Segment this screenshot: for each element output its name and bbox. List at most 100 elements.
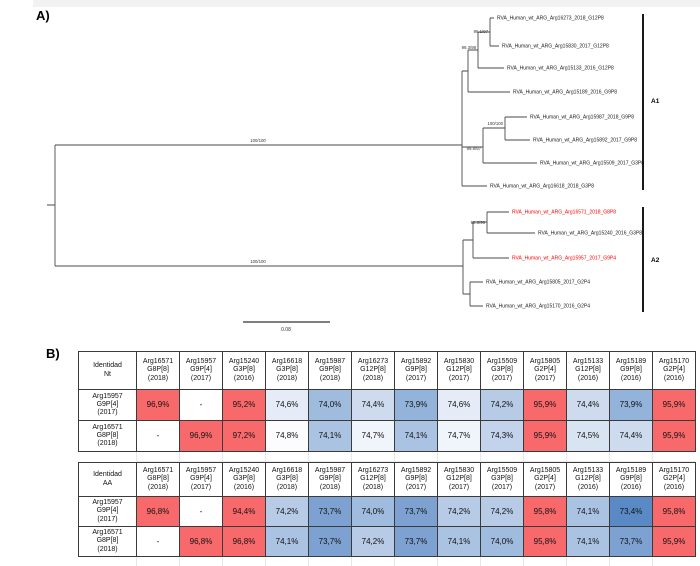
identity-value-cell-line: 95,8% bbox=[533, 506, 557, 516]
identity-value-cell: 74,5% bbox=[567, 421, 610, 452]
column-header-line: G9P[8] bbox=[620, 366, 642, 374]
identity-value-cell: 74,2% bbox=[481, 390, 524, 421]
identity-value-cell-line: - bbox=[156, 431, 160, 441]
column-header-line: G12P[8] bbox=[360, 366, 386, 374]
identity-value-cell: 96,8% bbox=[223, 527, 266, 557]
column-header-line: (2016) bbox=[663, 374, 685, 382]
identity-value-cell: 74,1% bbox=[567, 497, 610, 527]
tree-tip-label-highlighted: RVA_Human_wt_ARG_Arg16571_2018_G8P8 bbox=[512, 209, 616, 215]
tree-clade-a2-branches bbox=[462, 211, 535, 307]
identity-value-cell-line: 95,2% bbox=[232, 400, 256, 410]
column-header-line: G12P[8] bbox=[360, 475, 386, 483]
identity-value-cell-line: 95,8% bbox=[662, 506, 686, 516]
identity-value-cell-line: 94,4% bbox=[232, 506, 256, 516]
identity-value-cell-line: 74,4% bbox=[361, 400, 385, 410]
column-header-line: G3P[8] bbox=[491, 475, 513, 483]
identity-value-cell: 73,9% bbox=[395, 390, 438, 421]
identity-value-cell: 95,9% bbox=[653, 390, 696, 421]
column-header-line: G12P[8] bbox=[446, 475, 472, 483]
identity-value-cell-line: 73,9% bbox=[619, 400, 643, 410]
identity-value-cell-line: 74,1% bbox=[318, 431, 342, 441]
column-header-line: G9P[8] bbox=[620, 475, 642, 483]
identity-value-cell: 73,4% bbox=[610, 497, 653, 527]
identity-value-cell: 74,7% bbox=[352, 421, 395, 452]
identity-value-cell: 95,9% bbox=[653, 527, 696, 557]
identity-value-cell: 73,9% bbox=[610, 390, 653, 421]
identity-value-cell-line: 74,6% bbox=[275, 400, 299, 410]
column-header-line: Arg15957 bbox=[185, 358, 217, 366]
identity-value-cell: 95,9% bbox=[524, 390, 567, 421]
identity-value-cell: 74,2% bbox=[266, 497, 309, 527]
identity-value-cell-line: 73,7% bbox=[318, 536, 342, 546]
identity-value-cell: 74,6% bbox=[266, 390, 309, 421]
tree-tip-label: RVA_Human_wt_ARG_Arg15805_2017_G2P4 bbox=[486, 279, 590, 285]
identity-value-cell: 94,4% bbox=[223, 497, 266, 527]
identity-value-cell-line: 96,8% bbox=[189, 536, 213, 546]
row-header-line: Arg16571 bbox=[92, 529, 123, 537]
identity-value-cell: 74,0% bbox=[481, 527, 524, 557]
column-header-line: (2018) bbox=[276, 483, 298, 491]
column-header-line: G2P[4] bbox=[534, 366, 556, 374]
identity-value-cell-line: 74,6% bbox=[447, 400, 471, 410]
tree-tip-label: RVA_Human_wt_ARG_Arg16618_2018_G3P8 bbox=[490, 183, 594, 189]
panel-b-label: B) bbox=[46, 346, 60, 361]
identity-value-cell: 95,9% bbox=[524, 421, 567, 452]
identity-value-cell: - bbox=[180, 497, 223, 527]
identity-value-cell: 74,7% bbox=[438, 421, 481, 452]
identity-value-cell-line: 74,1% bbox=[447, 536, 471, 546]
identity-value-cell-line: 74,8% bbox=[275, 431, 299, 441]
column-header-line: (2017) bbox=[405, 483, 427, 491]
identity-value-cell-line: 96,9% bbox=[189, 431, 213, 441]
column-header-line: G9P[8] bbox=[319, 366, 341, 374]
top-gray-strip bbox=[33, 0, 700, 7]
column-header-line: G3P[8] bbox=[276, 475, 298, 483]
column-header-line: Arg15830 bbox=[443, 358, 475, 366]
identity-value-cell-line: 74,2% bbox=[490, 400, 514, 410]
row-header-line: Arg15957 bbox=[92, 499, 123, 507]
column-header-line: Arg16571 bbox=[142, 358, 174, 366]
identity-value-cell: 74,1% bbox=[309, 421, 352, 452]
column-header-line: G9P[8] bbox=[319, 475, 341, 483]
identity-value-cell: 74,0% bbox=[309, 390, 352, 421]
column-header-line: G2P[4] bbox=[663, 366, 685, 374]
column-header-line: Arg15987 bbox=[314, 467, 346, 475]
spreadsheet-gridlines bbox=[136, 557, 695, 566]
column-header-line: Arg15189 bbox=[615, 358, 647, 366]
identity-value-cell-line: 74,1% bbox=[275, 536, 299, 546]
identity-value-cell: - bbox=[137, 421, 180, 452]
tree-tip-label: RVA_Human_wt_ARG_Arg15189_2016_G9P8 bbox=[513, 89, 617, 95]
scale-bar-label: 0.08 bbox=[281, 327, 291, 333]
table-corner-header-line: AA bbox=[102, 479, 113, 487]
row-header-line: G9P[4] bbox=[96, 400, 119, 408]
column-header-line: (2018) bbox=[319, 483, 341, 491]
column-header-line: (2016) bbox=[233, 483, 255, 491]
column-header-line: Arg16273 bbox=[357, 358, 389, 366]
row-header-line: Arg16571 bbox=[92, 423, 123, 431]
identity-value-cell: 73,7% bbox=[309, 527, 352, 557]
column-header-line: (2016) bbox=[577, 483, 599, 491]
panel-a-label: A) bbox=[36, 8, 50, 23]
column-header-line: (2018) bbox=[362, 374, 384, 382]
identity-value-cell-line: - bbox=[199, 506, 203, 516]
identity-value-cell: 74,1% bbox=[266, 527, 309, 557]
identity-value-cell-line: 74,7% bbox=[447, 431, 471, 441]
identity-value-cell: 74,2% bbox=[481, 497, 524, 527]
tree-tip-label: RVA_Human_wt_ARG_Arg15509_2017_G3P8 bbox=[540, 160, 644, 166]
column-header-line: Arg15830 bbox=[443, 467, 475, 475]
column-header-line: Arg15189 bbox=[615, 467, 647, 475]
row-header-line: G8P[8] bbox=[96, 537, 119, 545]
column-header-line: Arg15987 bbox=[314, 358, 346, 366]
identity-value-cell-line: - bbox=[156, 536, 160, 546]
